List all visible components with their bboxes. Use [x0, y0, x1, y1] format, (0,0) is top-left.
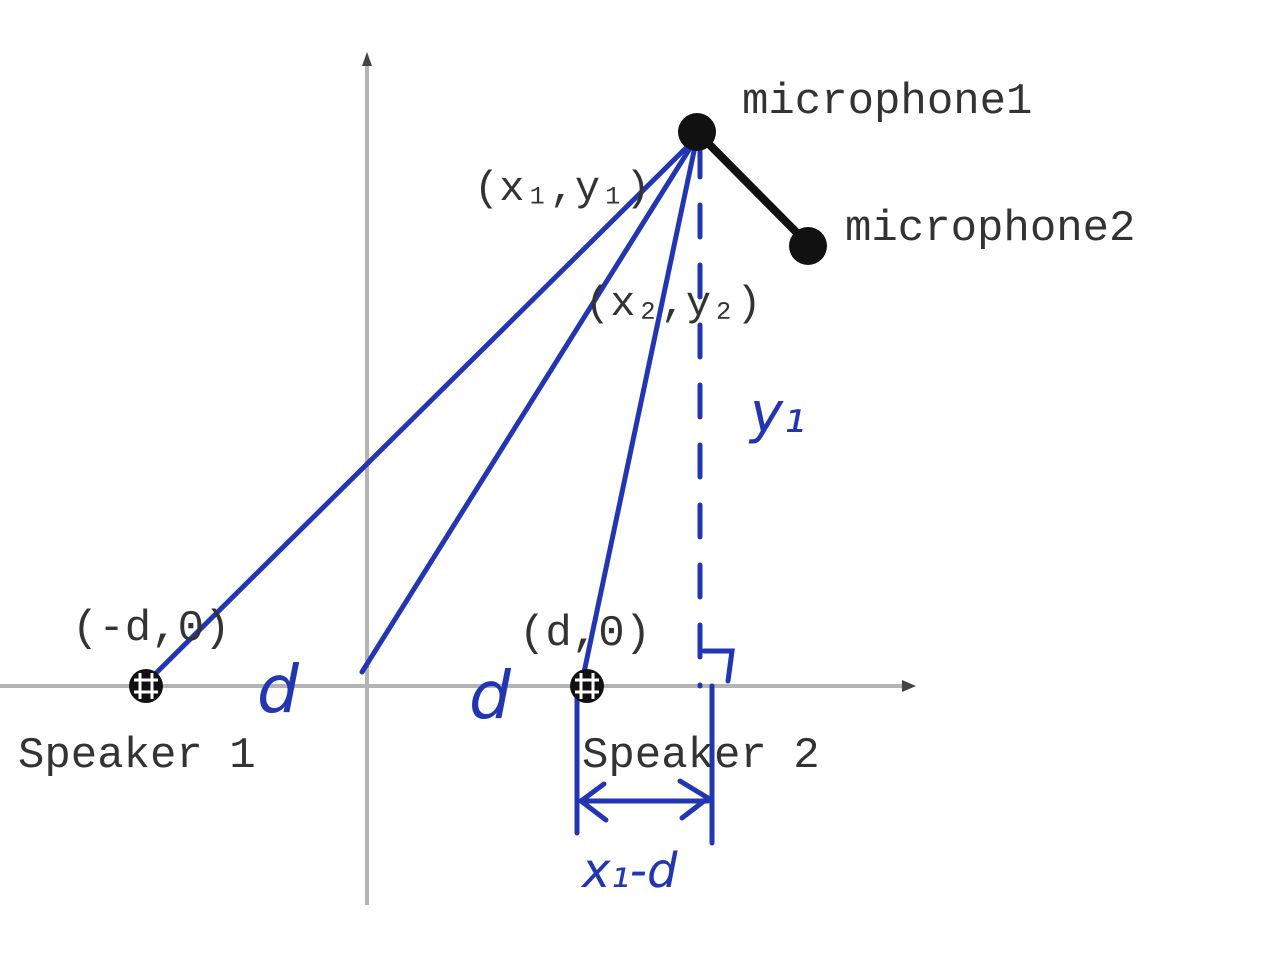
- line-origin-to-mic1: [359, 134, 700, 675]
- speaker2-label: Speaker 2: [582, 731, 820, 781]
- line-speaker1-to-mic1: [143, 134, 700, 686]
- mic1-coordinates-label: (x₁,y₁): [474, 165, 650, 213]
- speaker1-marker: [129, 669, 163, 703]
- x-axis-arrowhead: [902, 680, 916, 692]
- right-angle-mark: [701, 648, 735, 684]
- speaker1-coordinates-label: (-d,0): [72, 604, 230, 654]
- speaker1-label: Speaker 1: [18, 731, 256, 781]
- speaker2-marker: [570, 669, 604, 703]
- dimension-arrowhead-right: [677, 778, 713, 821]
- x1-minus-d-annotation: x₁-d: [580, 843, 678, 899]
- d-right-annotation: d: [469, 657, 512, 734]
- microphone-bar: [694, 129, 811, 247]
- line-speaker2-to-mic1: [579, 134, 700, 685]
- y-axis-arrowhead: [362, 52, 372, 66]
- dimension-arrowhead-left: [576, 781, 609, 823]
- y1-annotation: y₁: [748, 381, 806, 446]
- microphone2-label: microphone2: [845, 204, 1135, 254]
- speaker2-coordinates-label: (d,0): [519, 609, 651, 659]
- microphone2-marker: [789, 227, 827, 265]
- hand-drawn-lines: [143, 134, 735, 846]
- microphone1-label: microphone1: [742, 77, 1032, 127]
- mic2-coordinates-label: (x₂,y₂): [585, 280, 761, 328]
- microphone1-marker: [678, 113, 716, 151]
- d-left-annotation: d: [257, 651, 300, 728]
